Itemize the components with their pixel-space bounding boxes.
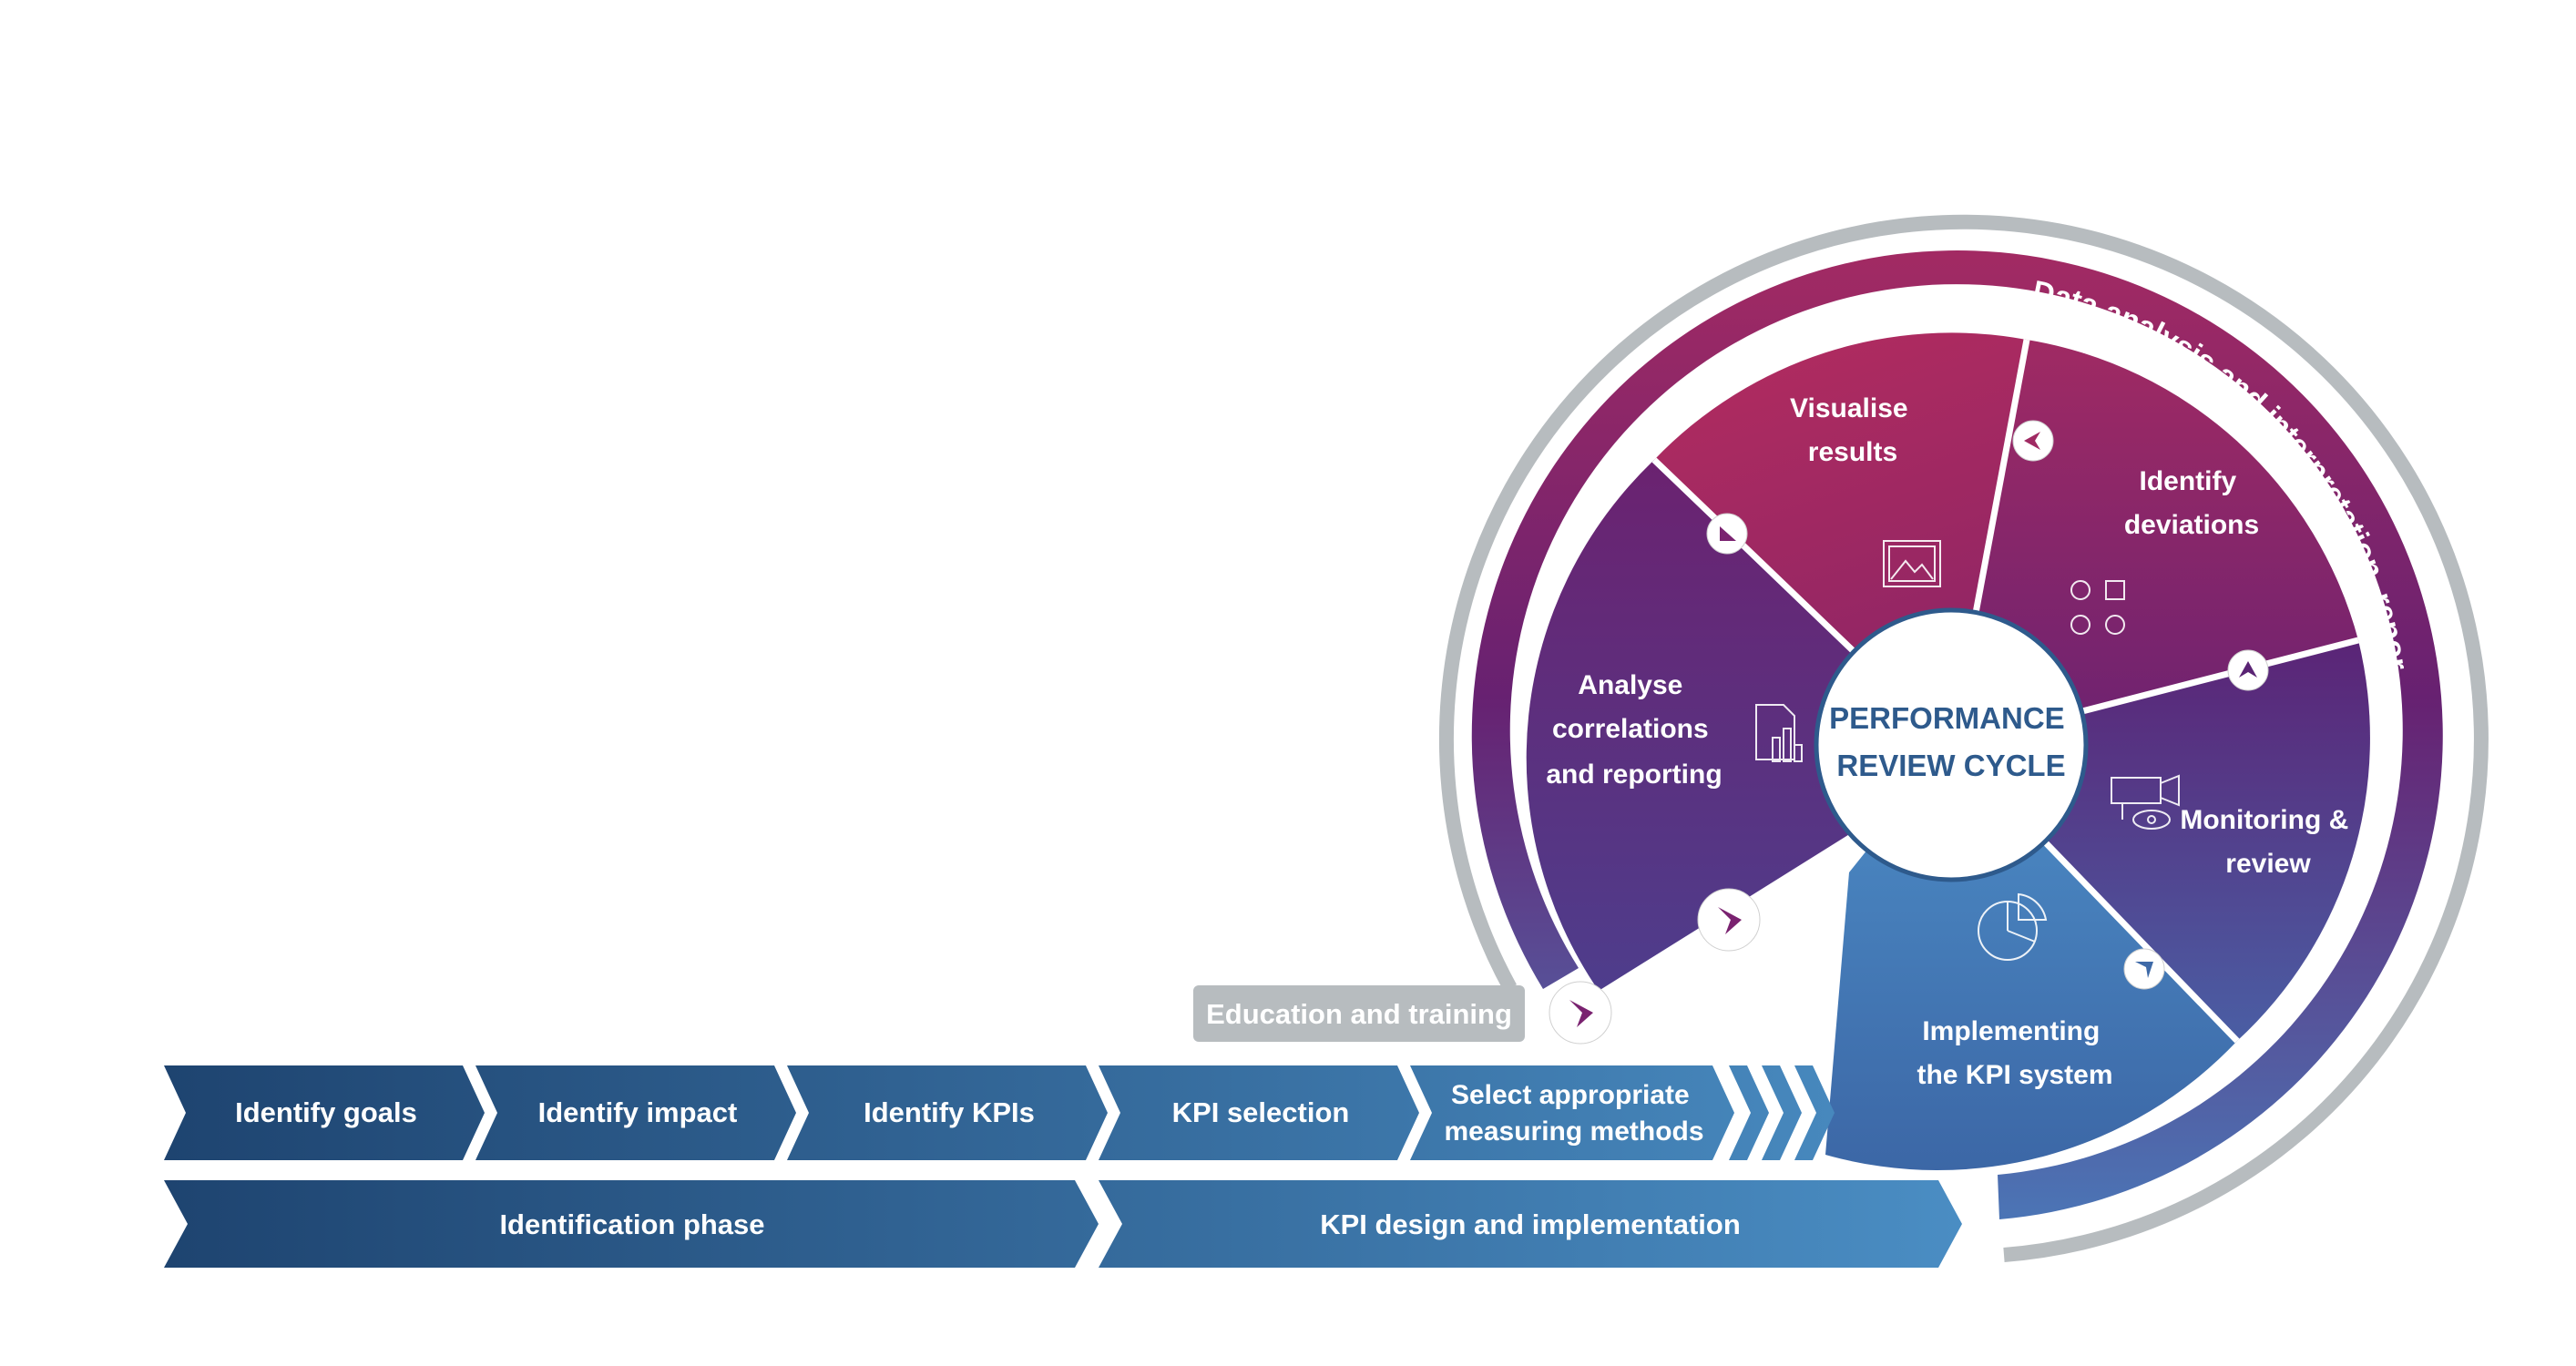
mini-chevron-2 [1762, 1065, 1802, 1160]
step-label-identify-impact: Identify impact [538, 1096, 738, 1128]
arrow-badge-3 [2227, 649, 2269, 691]
segment-label-implementing: Implementing the KPI system [1917, 1016, 2112, 1090]
step-kpi-selection[interactable] [1099, 1065, 1419, 1160]
phase-identification[interactable] [164, 1180, 1099, 1268]
education-label: Education and training [1206, 998, 1512, 1030]
cycle-arrow-badges [1549, 420, 2269, 1045]
step-select-methods[interactable] [1410, 1065, 1734, 1160]
step-label-kpi-selection: KPI selection [1172, 1096, 1350, 1128]
step-label-identify-goals: Identify goals [235, 1096, 417, 1128]
phase-label-identification: Identification phase [499, 1208, 764, 1240]
arrow-badge-5 [1697, 888, 1761, 952]
arrow-badge-6 [1549, 981, 1612, 1045]
step-identify-impact[interactable] [475, 1065, 796, 1160]
step-identify-kpis[interactable] [787, 1065, 1108, 1160]
arrow-badge-2 [2012, 420, 2054, 462]
grid-dots-icon [2070, 580, 2125, 635]
pie-chart-icon [1978, 892, 2048, 961]
center-circle [1814, 607, 2089, 882]
center-label: PERFORMANCE REVIEW CYCLE [1829, 701, 2073, 782]
arrow-badge-1 [1706, 513, 1748, 555]
arrow-badge-4 [2123, 948, 2165, 990]
mini-chevron-1 [1729, 1065, 1769, 1160]
step-label-identify-kpis: Identify KPIs [864, 1096, 1035, 1128]
outer-grey-ring [1438, 214, 2489, 1262]
phase-bar [164, 1180, 1962, 1268]
picture-icon [1883, 540, 1941, 587]
phase-kpi-design[interactable] [1099, 1180, 1962, 1268]
step-identify-goals[interactable] [164, 1065, 485, 1160]
phase-label-kpi-design: KPI design and implementation [1320, 1208, 1741, 1240]
education-tag [1193, 985, 1525, 1042]
camera-eye-icon [2111, 774, 2180, 830]
segment-analyse-correlations[interactable] [1526, 460, 1951, 991]
mini-chevron-3 [1794, 1065, 1835, 1160]
process-steps [164, 1065, 1835, 1160]
segment-label-analyse: Analyse correlations and reporting [1546, 670, 1722, 790]
segment-label-visualise: Visualise results [1790, 393, 1916, 467]
segment-label-deviations: Identify deviations [2124, 466, 2259, 540]
report-bars-icon [1755, 704, 1803, 762]
segment-label-monitoring: Monitoring & review [2180, 805, 2356, 879]
step-label-select-methods: Select appropriate measuring methods [1444, 1080, 1703, 1147]
